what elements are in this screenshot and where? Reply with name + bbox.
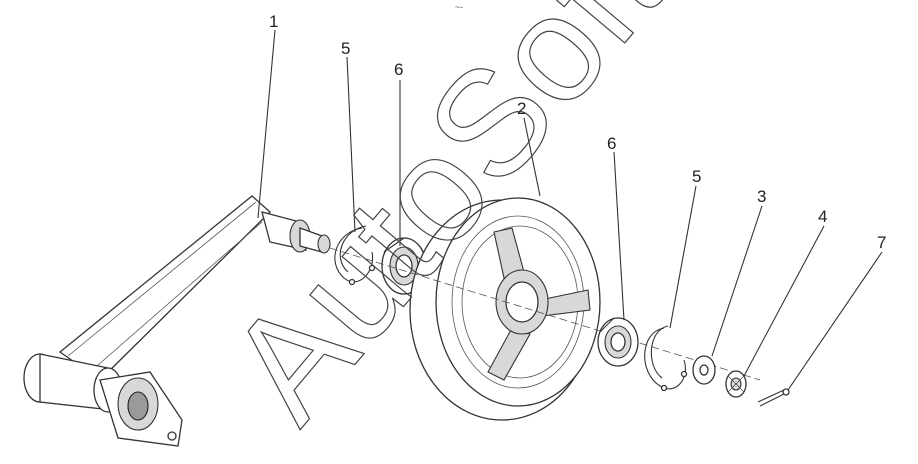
bearing-right xyxy=(597,317,639,367)
callout-6-left: 6 xyxy=(394,60,403,79)
callout-5-right: 5 xyxy=(692,167,701,186)
callout-6-right: 6 xyxy=(607,134,616,153)
callout-4: 4 xyxy=(818,207,827,226)
wheel xyxy=(329,197,761,421)
callout-7: 7 xyxy=(877,233,886,252)
swing-arm xyxy=(23,195,331,447)
callout-1: 1 xyxy=(269,12,278,31)
washer xyxy=(692,355,716,385)
circlip-right xyxy=(644,325,688,392)
circlip-left xyxy=(334,225,376,286)
callouts: 1 5 6 2 6 5 3 4 7 xyxy=(269,12,886,252)
top-mark: ~- xyxy=(455,2,463,12)
leader-lines xyxy=(257,29,883,391)
callout-2: 2 xyxy=(517,99,526,118)
callout-3: 3 xyxy=(757,187,766,206)
castle-nut xyxy=(725,370,747,398)
callout-5-left: 5 xyxy=(341,39,350,58)
cotter-pin xyxy=(757,388,790,407)
